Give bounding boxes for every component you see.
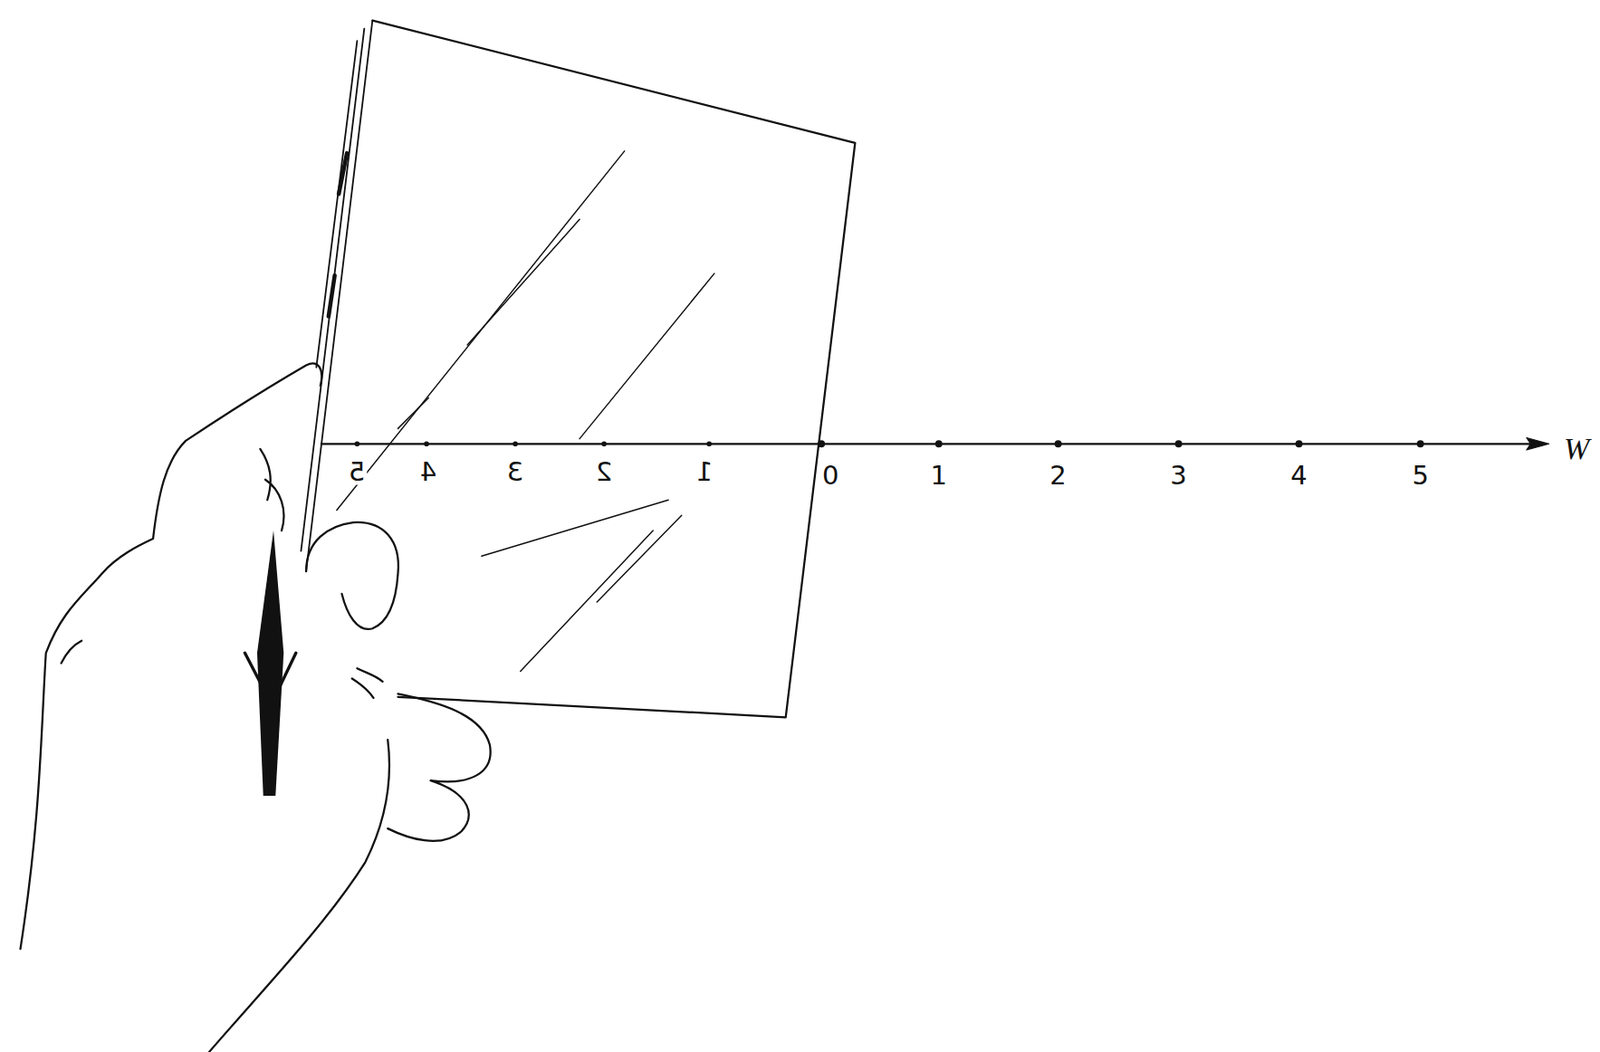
- reflected-number: 1: [693, 458, 714, 485]
- sheet-edge-shade: [328, 153, 347, 317]
- tick-number: 2: [1047, 462, 1068, 489]
- glass-sheet: [372, 20, 855, 719]
- hand: [20, 364, 491, 1052]
- axis-arrowhead: [1526, 438, 1550, 451]
- shadow-stroke: [257, 530, 284, 796]
- tick-number: 3: [1168, 462, 1189, 489]
- reflected-number: 3: [505, 458, 526, 485]
- tick-number: 1: [929, 462, 949, 489]
- tick-number: 4: [1288, 462, 1309, 489]
- tick-number: 5: [1409, 462, 1430, 489]
- reflected-number: 2: [594, 458, 614, 485]
- number-line: [321, 442, 1539, 445]
- tick-number: 0: [820, 462, 841, 489]
- glass-glare: [336, 151, 715, 672]
- sheet-edge: [300, 20, 373, 573]
- reflected-number: 5: [346, 458, 367, 485]
- axis-label: W: [1561, 433, 1591, 465]
- tick-dots: [354, 440, 1425, 448]
- reflected-number: 4: [418, 458, 439, 485]
- shadow-arrow: [244, 652, 296, 704]
